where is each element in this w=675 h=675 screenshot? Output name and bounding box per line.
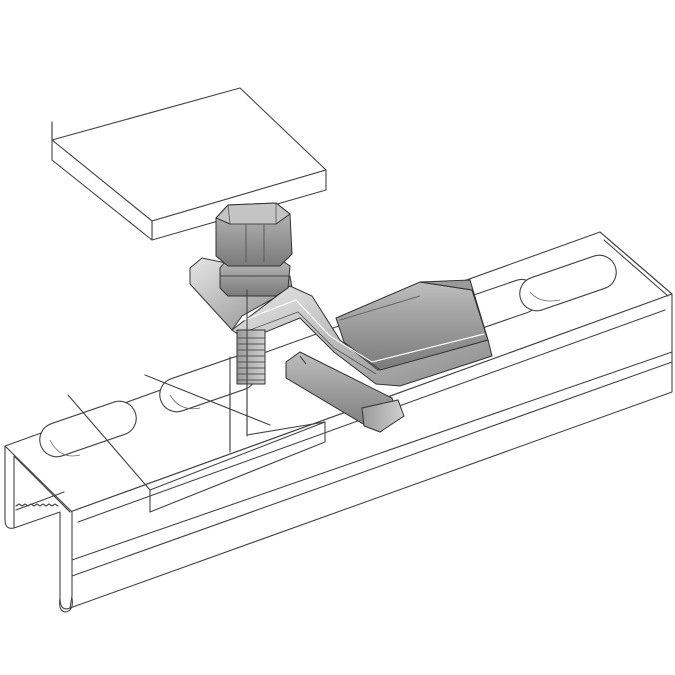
hex-bolt: [215, 202, 293, 385]
channel-slots: [39, 254, 617, 458]
threaded-shank: [236, 329, 266, 385]
hidden-bolt-lines: [229, 289, 248, 451]
strut-channel: [4, 231, 673, 613]
clamp-jaw: [285, 351, 405, 433]
